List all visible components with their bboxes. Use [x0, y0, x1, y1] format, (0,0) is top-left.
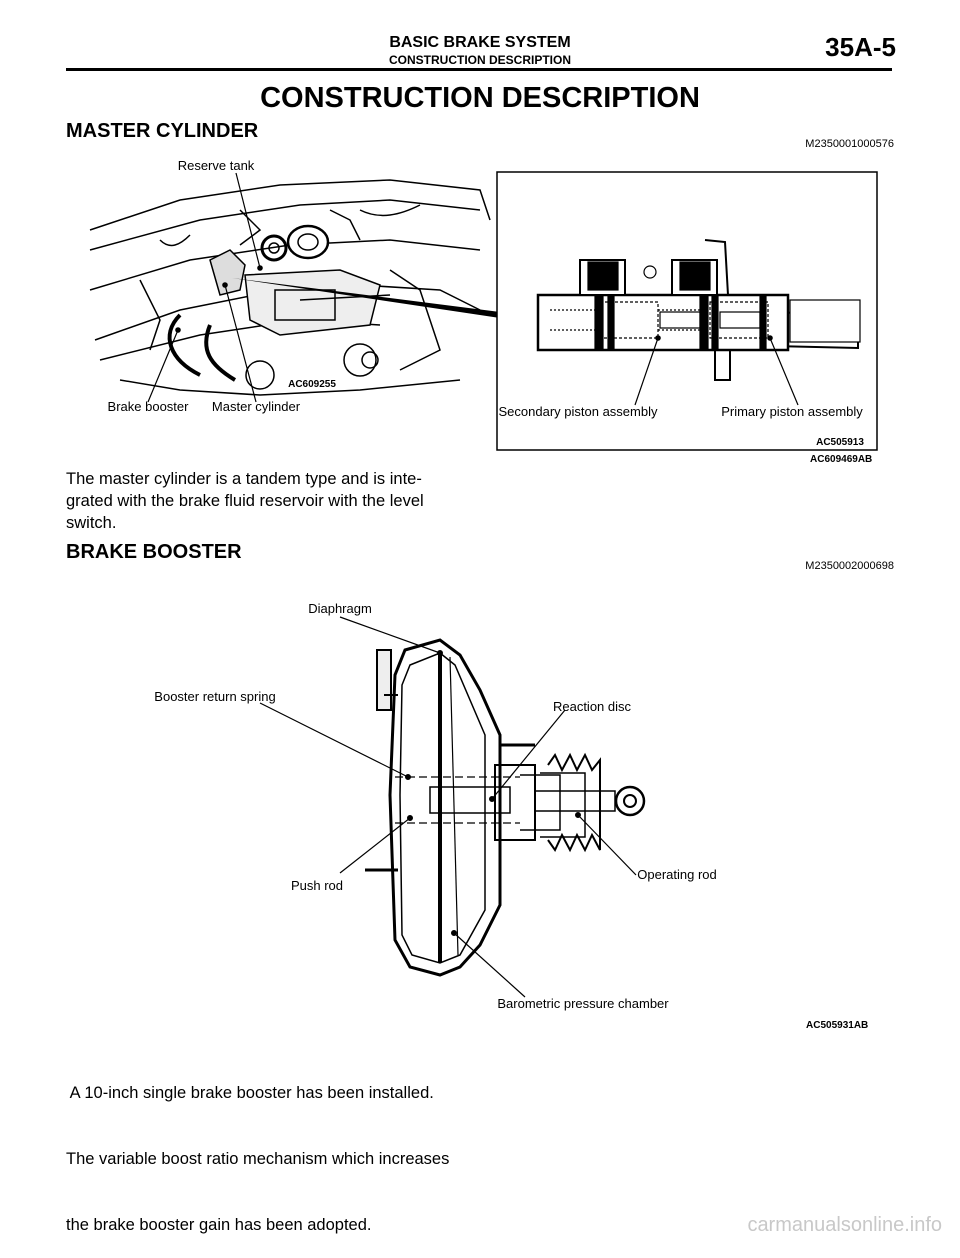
master-cylinder-figure: AC609255 Reserve tank Brake booster Mast… — [89, 158, 878, 451]
engine-bay-photo — [89, 179, 491, 396]
booster-figure-code: AC505931AB — [806, 1020, 869, 1031]
operating-rod-label: Operating rod — [637, 867, 717, 882]
master-cylinder-code: M2350001000576 — [805, 138, 894, 150]
page-title: CONSTRUCTION DESCRIPTION — [260, 82, 700, 114]
master-cylinder-description: The master cylinder is a tandem type and… — [66, 468, 466, 534]
master-cylinder-heading: MASTER CYLINDER — [66, 120, 259, 142]
brake-booster-label: Brake booster — [108, 399, 190, 414]
barometric-pressure-chamber-label: Barometric pressure chamber — [497, 996, 669, 1011]
booster-return-spring-label: Booster return spring — [154, 689, 275, 704]
watermark: carmanualsonline.info — [747, 1214, 942, 1236]
brake-booster-description: A 10-inch single brake booster has been … — [66, 1038, 486, 1258]
header-subtitle: CONSTRUCTION DESCRIPTION — [388, 53, 571, 67]
header-title: BASIC BRAKE SYSTEM — [389, 34, 571, 51]
reaction-disc-label: Reaction disc — [553, 699, 632, 714]
diaphragm-label: Diaphragm — [308, 601, 372, 616]
mc-figure-code: AC609469AB — [810, 454, 873, 465]
header-rule — [66, 68, 892, 71]
secondary-piston-label: Secondary piston assembly — [499, 404, 658, 419]
reserve-tank-label: Reserve tank — [178, 158, 255, 173]
master-cylinder-cutaway — [536, 239, 861, 381]
master-cylinder-label: Master cylinder — [212, 399, 301, 414]
primary-piston-label: Primary piston assembly — [721, 404, 863, 419]
description-line: grated with the brake fluid reservoir wi… — [66, 492, 424, 510]
brake-booster-heading: BRAKE BOOSTER — [66, 541, 242, 563]
brake-booster-code: M2350002000698 — [805, 560, 894, 572]
description-line: The variable boost ratio mechanism which… — [66, 1150, 450, 1168]
description-line: The master cylinder is a tandem type and… — [66, 470, 422, 488]
description-line: the brake booster gain has been adopted. — [66, 1216, 372, 1234]
description-line: A 10-inch single brake booster has been … — [66, 1084, 434, 1102]
brake-booster-figure: Diaphragm Booster return spring Reaction… — [154, 601, 717, 1011]
push-rod-label: Push rod — [291, 878, 343, 893]
description-line: switch. — [66, 514, 117, 532]
page-number: 35A-5 — [825, 32, 896, 62]
inset-code: AC505913 — [816, 437, 864, 448]
photo-code: AC609255 — [288, 379, 336, 390]
brake-booster-cutaway — [365, 638, 646, 977]
